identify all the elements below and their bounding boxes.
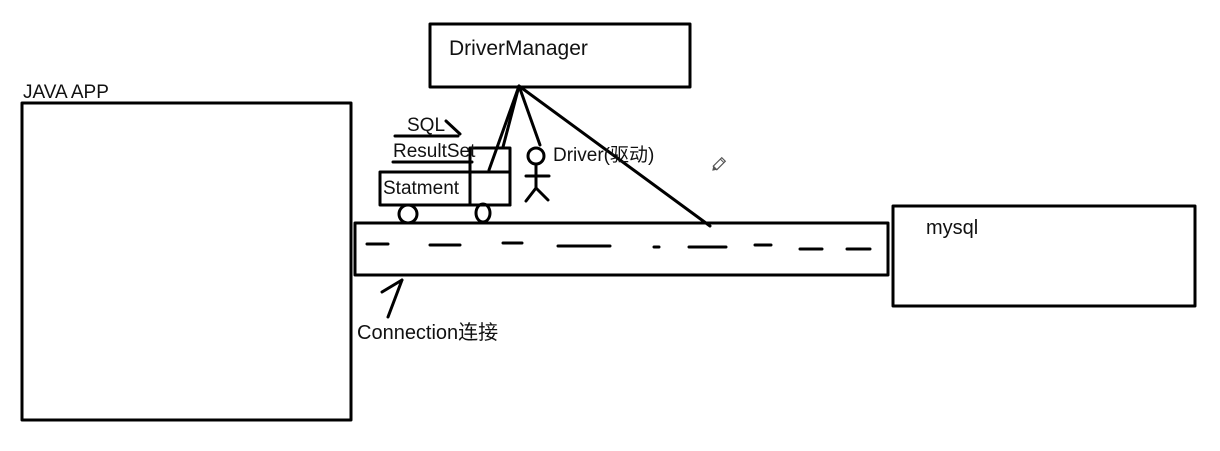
sql-label: SQL (407, 115, 446, 136)
driver-manager-links (487, 84, 712, 228)
connection-pipe (353, 221, 890, 277)
connection-arrow (380, 278, 404, 319)
java-app-label: JAVA APP (23, 82, 109, 103)
driver-manager-label: DriverManager (449, 37, 588, 60)
pencil-icon (712, 156, 727, 171)
cart-wheel-right (474, 202, 492, 224)
statement-label: Statment (383, 178, 460, 199)
sql-cargo-stroke (444, 119, 462, 136)
mysql-label: mysql (926, 217, 979, 239)
connection-label: Connection连接 (357, 322, 499, 344)
driver-label: Driver(驱动) (553, 145, 655, 166)
road-dashes (365, 241, 872, 251)
cart-cab (468, 146, 512, 207)
driver-manager-box (428, 22, 692, 89)
cart-wheel-left (397, 203, 419, 225)
driver-figure (524, 146, 551, 203)
resultset-label: ResultSet (393, 141, 476, 162)
java-app-box (20, 101, 353, 422)
mysql-box (891, 204, 1197, 308)
